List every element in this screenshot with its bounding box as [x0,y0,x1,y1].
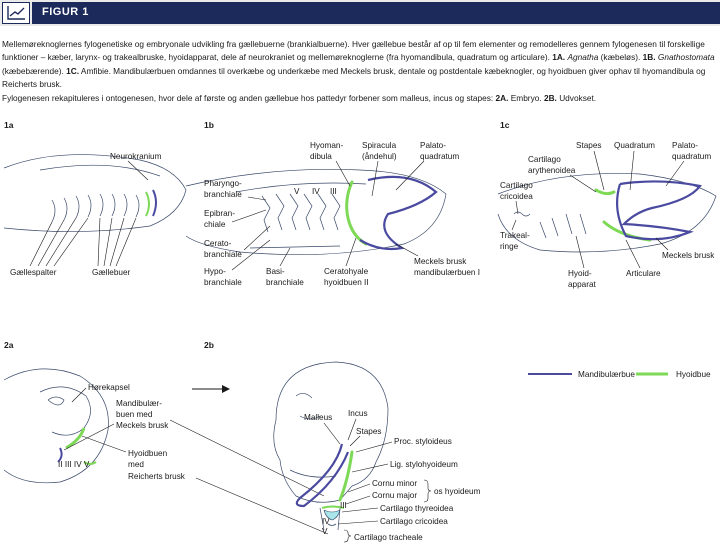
label-mandibular-2a-1: Mandibulær- [116,399,162,408]
panel-label-1c: 1c [500,120,510,130]
label-ceratohyale-2: hyoidbuen II [324,278,369,287]
skull-drawing [273,361,389,531]
header-bar [32,2,720,24]
label-spiracula-2: (åndehul) [362,151,397,161]
label-gaellebuer: Gællebuer [92,268,131,277]
label-spiracula-1: Spiracula [362,141,397,150]
caption-2b-rest: Udvokset. [559,92,597,103]
roman-2b-iii: III [340,501,347,510]
label-hyoid-2a-1: Hyoidbuen [128,449,168,458]
label-palatoquadratum-1c-1: Palato- [672,141,698,150]
label-stylohyoideum: Lig. stylohyoideum [390,460,458,469]
label-hyomandibula-2: dibula [310,152,332,161]
label-hyomandibula-1: Hyoman- [310,141,343,150]
label-hypobranchiale-1: Hypo- [204,267,226,276]
roman-v: V [294,187,300,196]
label-styloideus: Proc. styloideus [394,437,452,446]
label-cornu-minor: Cornu minor [372,479,417,488]
roman-2a: II III IV V [58,460,90,469]
label-epibranchiale-1: Epibran- [204,209,235,218]
label-quadratum-1c: Quadratum [614,141,655,150]
roman-iii: III [330,187,337,196]
agnatha-drawing [3,154,187,232]
label-trakealringe-2: ringe [500,242,519,251]
panel-label-1a: 1a [4,120,14,130]
caption-2a-label: 2A. [495,92,509,103]
label-epibranchiale-2: chiale [204,220,226,229]
caption-1b-label: 1B. [642,52,656,63]
label-palatoquadratum-1c-2: quadratum [672,152,711,161]
label-arythenoidea-1: Cartilago [528,155,561,164]
label-hyoid-2a-3: Reicherts brusk [128,472,186,481]
roman-2b-iv: IV [322,517,330,526]
label-ceratohyale-1: Ceratohyale [324,267,369,276]
label-mandibular-2a-2: buen med [116,410,153,419]
label-stapes-2b: Stapes [356,427,382,436]
panel-label-2b: 2b [204,340,214,350]
label-palatoquadratum-1b-2: quadratum [420,152,459,161]
legend: Mandibulærbue Hyoidbue [528,370,711,379]
caption-1a-label: 1A. [552,52,566,63]
caption-1c-rest: Amfibie. Mandibulærbuen omdannes til ove… [2,65,706,90]
label-palatoquadratum-1b-1: Palato- [420,141,446,150]
label-neurokranium: Neurokranium [110,152,162,161]
label-meckels-1c: Meckels brusk [662,251,715,260]
label-ceratobranchiale-2: branchiale [204,250,242,259]
caption-2a-rest: Embryo. [510,92,542,103]
panel-label-1b: 1b [204,120,214,130]
label-trakealringe-1: Trakeal- [500,231,530,240]
label-mandibular-2a-3: Meckels brusk [116,421,169,430]
figure-caption: Mellemøreknoglernes fylogenetiske og emb… [2,38,718,105]
label-pharyngobranchiale-1: Pharyngo- [204,179,242,188]
caption-paragraph-2: Fylogenesen rekapituleres i ontogenesen,… [2,92,718,105]
figure-title: FIGUR 1 [42,6,89,18]
label-cricoidea-1c-1: Cartilago [500,181,533,190]
label-hyoid-2a-2: med [128,460,144,469]
caption-1c-label: 1C. [66,65,80,76]
figure-header: FIGUR 1 [0,0,720,26]
label-basibranchiale-1: Basi- [266,267,285,276]
label-tracheale: Cartilago tracheale [354,533,423,542]
caption-1b-taxon: Gnathostomata [657,52,715,63]
label-articulare: Articulare [626,269,661,278]
label-malleus: Malleus [304,413,332,422]
caption-2b-label: 2B. [543,92,557,103]
panel-label-2a: 2a [4,340,14,350]
label-hoerekapsel: Hørekapsel [88,383,130,392]
caption-1a-rest: (kæbeløs). [600,52,641,63]
caption-1b-rest: (kæbebærende). [2,65,64,76]
label-incus: Incus [348,409,368,418]
label-ceratobranchiale-1: Cerato- [204,239,232,248]
chart-logo-icon [2,2,30,24]
roman-iv: IV [312,187,320,196]
label-stapes-1c: Stapes [576,141,602,150]
label-hyoidapparat-1: Hyoid- [568,269,592,278]
gnathostomata-drawing [185,168,447,256]
label-cornu-major: Cornu major [372,491,417,500]
legend-hyoid-label: Hyoidbue [676,370,711,379]
label-os-hyoideum: os hyoideum [434,487,481,496]
amphibian-drawing [497,173,717,253]
caption-p2-text: Fylogenesen rekapituleres i ontogenesen,… [2,92,494,103]
label-meckels-1b-2: mandibulærbuen I [414,268,480,277]
caption-intro: Mellemøreknoglernes fylogenetiske og emb… [2,39,705,63]
caption-1a-taxon: Agnatha [567,52,599,63]
label-arythenoidea-2: arythenoidea [528,166,576,175]
label-pharyngobranchiale-2: branchiale [204,190,242,199]
legend-mandibular-label: Mandibulærbue [578,370,635,379]
label-thyreoidea: Cartilago thyreoidea [380,504,454,513]
embryo-drawing [3,368,109,484]
caption-paragraph-1: Mellemøreknoglernes fylogenetiske og emb… [2,38,718,92]
label-cricoidea-2b: Cartilago cricoidea [380,517,448,526]
arrow-icon [192,385,230,393]
label-meckels-1b-1: Meckels brusk [414,257,467,266]
label-hyoidapparat-2: apparat [568,280,596,289]
label-hypobranchiale-2: branchiale [204,278,242,287]
label-basibranchiale-2: branchiale [266,278,304,287]
label-gaellespalter: Gællespalter [10,268,57,277]
label-cricoidea-1c-2: cricoidea [500,192,533,201]
roman-2b-v: V [322,527,328,536]
